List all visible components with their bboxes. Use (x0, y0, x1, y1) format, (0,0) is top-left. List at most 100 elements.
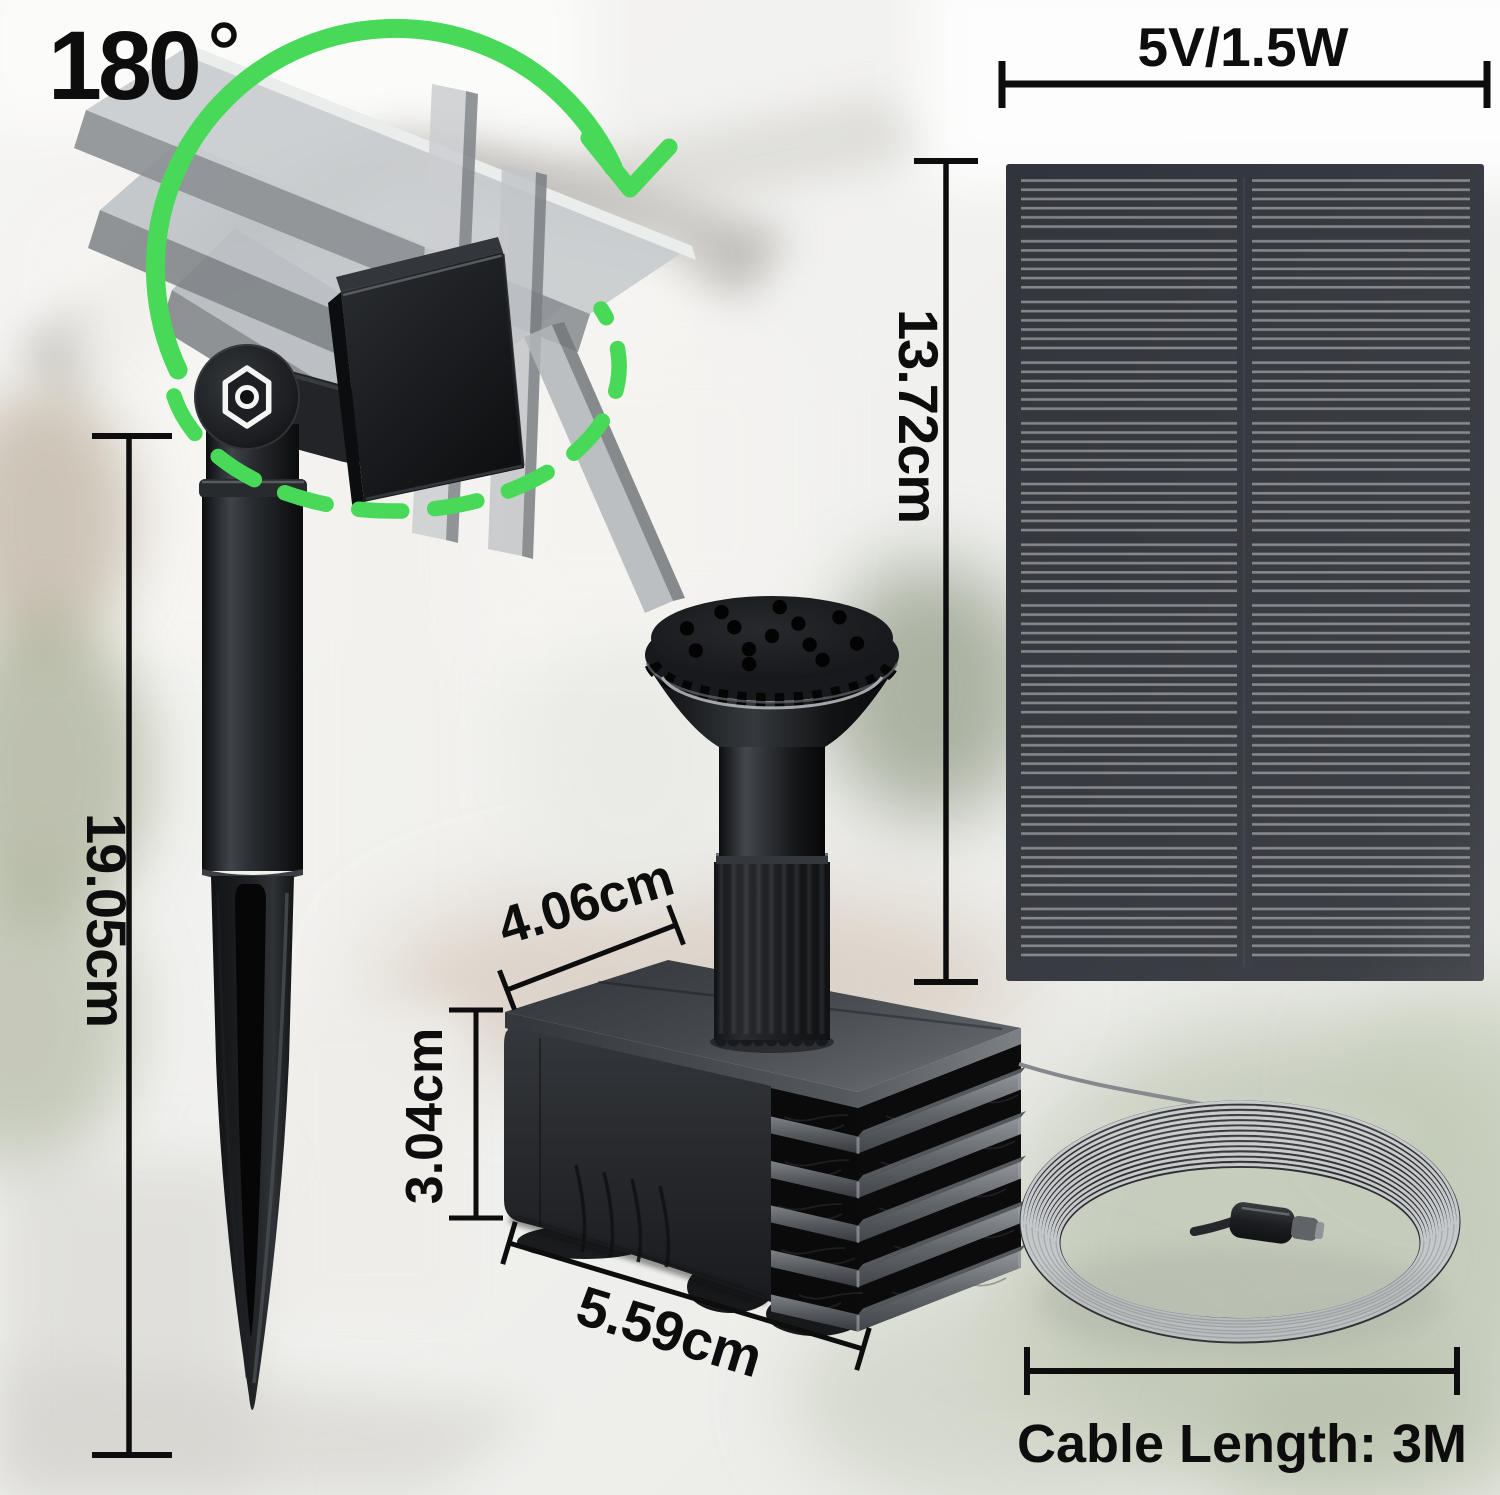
contour (216, 892, 249, 1379)
facet (771, 1116, 858, 1154)
label-stake-length: 19.05cm (75, 813, 138, 1027)
stake-spike (211, 876, 294, 1410)
dot (727, 620, 742, 635)
panel-shape (714, 862, 830, 1040)
facet (771, 1294, 858, 1332)
edge-line (506, 922, 677, 993)
edge-line (666, 904, 686, 946)
label-panel-power: 5V/1.5W (1138, 16, 1349, 78)
facet (858, 1244, 1026, 1315)
pump-bottom-shadow (508, 1215, 768, 1305)
facet (858, 1111, 1026, 1181)
dim-line-panel-width (998, 61, 1491, 108)
facet (328, 292, 364, 512)
facet (341, 252, 524, 502)
facet (858, 1066, 1026, 1137)
facet (771, 1250, 858, 1287)
dot (742, 656, 757, 672)
contour (777, 1203, 843, 1211)
contour (780, 1247, 846, 1255)
bg-bush-left-2 (0, 615, 150, 925)
facet (858, 1161, 1021, 1243)
pump-front-face (504, 1026, 771, 1302)
label-panel-height: 13.72cm (887, 309, 950, 523)
dot (791, 616, 806, 631)
dim-line-cable-length (1024, 1347, 1460, 1395)
contour (660, 676, 884, 710)
dim-line-panel-height (914, 158, 978, 985)
contour (658, 1185, 671, 1268)
dim-line-pump-top-width (497, 904, 686, 1011)
fountain-nozzle (644, 596, 900, 1053)
rotation-arrow-arc (145, 19, 623, 380)
solar-panel-flat (1006, 164, 1484, 981)
hinge-joint (194, 344, 300, 450)
rotation-indicator (145, 19, 678, 519)
facet (858, 1155, 1026, 1226)
coil-lower-shading (1035, 1245, 1445, 1355)
contour (798, 1292, 864, 1300)
degree-symbol-icon (211, 22, 237, 48)
stake-tube (202, 497, 303, 871)
edge-line (508, 1240, 864, 1352)
oval-shape (0, 385, 135, 655)
dot (194, 344, 300, 450)
panel-mount-box (328, 237, 525, 512)
bg-white-top-right (920, 0, 1500, 190)
panel-shape (1314, 1221, 1325, 1240)
nozzle-ribbed-column (714, 862, 830, 1047)
edge-line (500, 1221, 518, 1265)
contour (783, 1114, 849, 1122)
contour (784, 1159, 850, 1167)
bg-bush-left-3 (0, 870, 135, 1170)
facet (771, 1205, 858, 1243)
label-rotation-angle: 180 (48, 11, 198, 120)
facet (858, 1200, 1026, 1270)
pump-louver-plates (771, 1066, 1026, 1332)
dimension-lines (92, 61, 1491, 1458)
bg-bush-left-1 (0, 385, 135, 655)
edge-line (365, 464, 523, 501)
panel-shape (920, 0, 1500, 190)
dim-line-pump-height (449, 1007, 503, 1221)
contour (644, 660, 900, 709)
rotation-arrow-head-icon (580, 129, 678, 198)
edge-line (1241, 1206, 1290, 1216)
facet (524, 325, 673, 613)
dot (802, 637, 817, 652)
rotating-panel-assembly (74, 45, 696, 1410)
dot (714, 605, 729, 620)
contour (235, 884, 266, 1338)
bg-planter-white (280, 1010, 465, 1310)
panel-shape (1291, 1215, 1319, 1241)
facet (336, 237, 503, 292)
facet (552, 322, 685, 601)
dim-line-stake-length (92, 433, 172, 1458)
dot (772, 599, 787, 615)
facet (858, 1117, 1021, 1198)
facet (771, 1161, 858, 1198)
facet (858, 1206, 1021, 1287)
cable-connector (1189, 1202, 1325, 1244)
cable-coil (1019, 1100, 1461, 1355)
contour (1189, 1217, 1237, 1237)
nozzle-spray-holes (679, 599, 865, 672)
edge-line (854, 1327, 872, 1371)
facet (555, 95, 960, 225)
dot (815, 652, 830, 667)
rotation-dashed-arc (166, 301, 627, 519)
facet (858, 1072, 1021, 1154)
dot (741, 641, 757, 657)
dot (679, 621, 695, 636)
oval-shape (0, 870, 135, 1170)
edge-line (342, 253, 505, 297)
bg-olive-low (1200, 1355, 1500, 1495)
contour (574, 1164, 587, 1253)
pump-top-skirt (505, 1012, 1021, 1108)
dot (832, 610, 847, 625)
nozzle-column (719, 737, 825, 856)
edge-line (501, 253, 525, 467)
panel-shape (716, 853, 828, 864)
